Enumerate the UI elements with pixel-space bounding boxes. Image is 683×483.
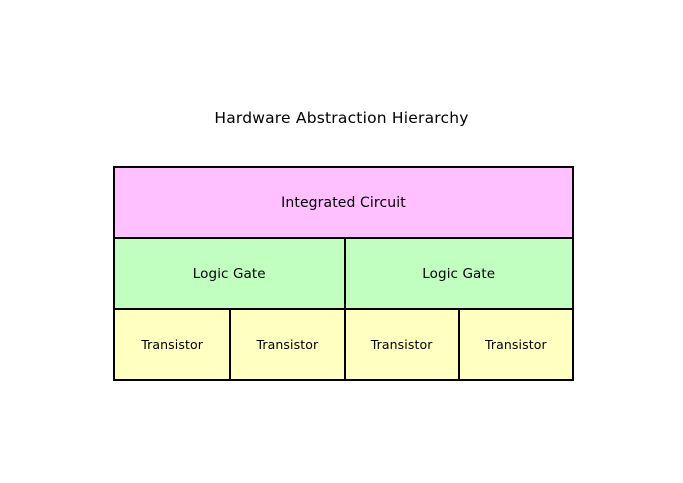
block-logic-gate-1[interactable]: Logic Gate	[115, 239, 344, 308]
block-transistor-1[interactable]: Transistor	[115, 310, 230, 379]
hardware-abstraction-hierarchy-diagram: Integrated Circuit Logic Gate Logic Gate…	[113, 166, 574, 381]
tier-integrated-circuit: Integrated Circuit	[115, 168, 572, 239]
block-transistor-4[interactable]: Transistor	[457, 310, 572, 379]
block-transistor-2[interactable]: Transistor	[229, 310, 344, 379]
tier-transistor: Transistor Transistor Transistor Transis…	[115, 310, 572, 379]
block-logic-gate-2[interactable]: Logic Gate	[343, 239, 572, 308]
page-title: Hardware Abstraction Hierarchy	[214, 109, 469, 127]
block-integrated-circuit[interactable]: Integrated Circuit	[115, 168, 572, 237]
tier-logic-gate: Logic Gate Logic Gate	[115, 239, 572, 310]
block-transistor-3[interactable]: Transistor	[343, 310, 458, 379]
